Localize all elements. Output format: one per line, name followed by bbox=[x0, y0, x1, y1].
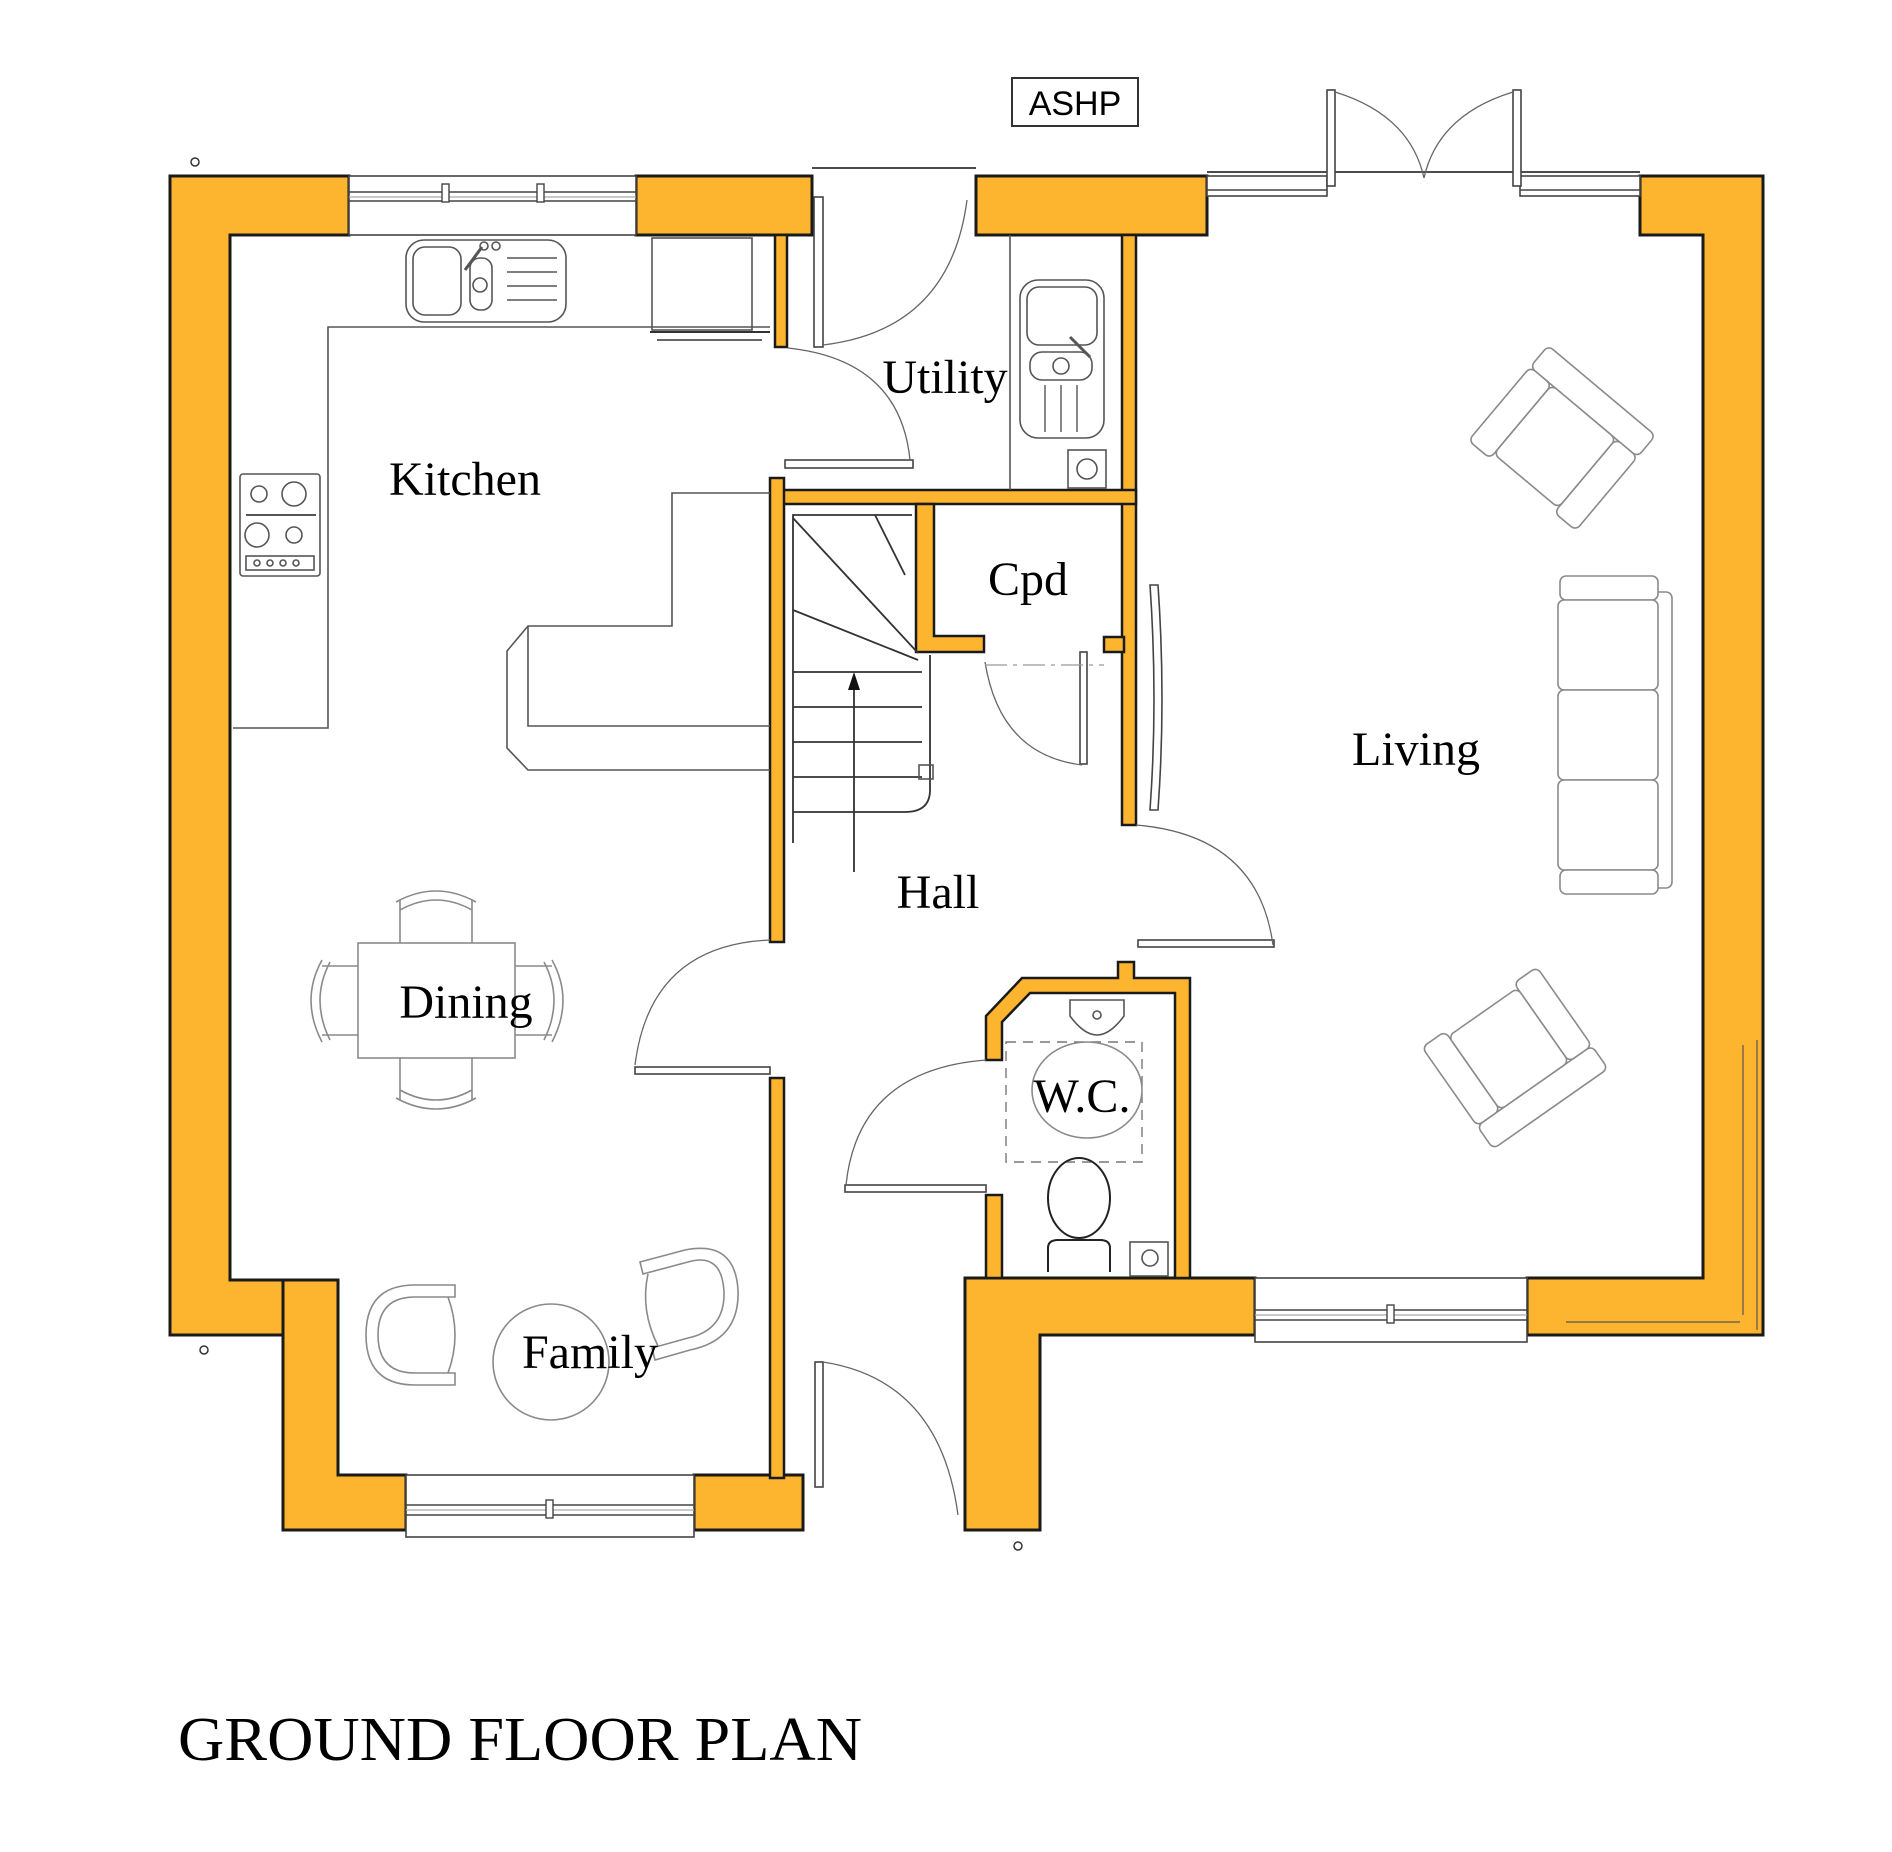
room-label-hall: Hall bbox=[897, 866, 980, 919]
kitchen-window bbox=[348, 175, 637, 236]
kitchen-sink bbox=[405, 239, 567, 323]
wall-hall-left-upper bbox=[768, 476, 786, 944]
room-label-dining: Dining bbox=[399, 976, 532, 1029]
wall-wc-lower-left bbox=[984, 1193, 1004, 1280]
utility-back-door bbox=[812, 167, 976, 348]
survey-markers bbox=[190, 157, 1023, 1551]
wall-left-upper bbox=[168, 174, 351, 1337]
kitchen-worktop bbox=[233, 326, 770, 729]
washing-machine bbox=[1067, 449, 1107, 489]
utility-fixtures bbox=[1009, 235, 1107, 490]
wall-utility-living bbox=[1120, 233, 1138, 827]
kitchen-utility-door bbox=[784, 347, 914, 469]
living-front-window bbox=[1254, 1277, 1528, 1343]
front-door bbox=[814, 1361, 959, 1516]
wall-wc bbox=[984, 960, 1192, 1280]
wc-turning-space bbox=[1005, 1041, 1143, 1163]
family-chair-right bbox=[639, 1247, 739, 1361]
wc-door bbox=[844, 1059, 987, 1193]
living-door-strip bbox=[1149, 584, 1163, 811]
wall-cupboard-stub bbox=[1102, 635, 1126, 654]
room-label-wc: W.C. bbox=[1034, 1070, 1131, 1123]
kitchen-peninsula bbox=[506, 492, 770, 771]
wall-cupboard bbox=[914, 502, 986, 654]
living-side-window-left bbox=[1206, 175, 1328, 197]
room-labels: Kitchen Utility Cpd Living Hall Dining W… bbox=[389, 351, 1480, 1379]
staircase bbox=[792, 514, 934, 872]
room-label-living: Living bbox=[1352, 723, 1480, 776]
plan-title: GROUND FLOOR PLAN bbox=[178, 1706, 862, 1774]
ashp-label: ASHP bbox=[1029, 85, 1122, 123]
hob bbox=[239, 473, 321, 577]
wc-fixtures bbox=[1005, 999, 1169, 1277]
wall-top-utility bbox=[974, 174, 1209, 237]
living-armchair-top bbox=[1470, 347, 1654, 529]
wall-hall-left-lower bbox=[768, 1076, 786, 1480]
toilet bbox=[1047, 1157, 1111, 1272]
wall-left-lower bbox=[281, 1278, 408, 1532]
ashp-unit: ASHP bbox=[1011, 77, 1139, 127]
wc-label-ellipse bbox=[1031, 1041, 1143, 1139]
windows bbox=[348, 175, 1641, 1538]
wc-basin bbox=[1069, 999, 1125, 1036]
cupboard-door bbox=[984, 651, 1104, 766]
room-label-cupboard: Cpd bbox=[988, 553, 1068, 606]
dishwasher bbox=[650, 237, 770, 341]
kitchen-fixtures bbox=[233, 237, 770, 771]
room-label-family: Family bbox=[522, 1326, 658, 1379]
utility-sink bbox=[1019, 279, 1105, 439]
dining-table-4-chairs bbox=[310, 890, 564, 1110]
living-french-doors bbox=[1207, 89, 1640, 187]
room-label-utility: Utility bbox=[882, 351, 1007, 404]
internal-walls bbox=[768, 233, 1192, 1480]
family-window bbox=[405, 1474, 695, 1538]
living-hall-door bbox=[1135, 824, 1275, 948]
family-round-table bbox=[492, 1303, 610, 1421]
family-furniture bbox=[365, 1247, 739, 1421]
doors bbox=[634, 89, 1640, 1516]
family-chair-left bbox=[365, 1284, 456, 1386]
wall-bottom-wc bbox=[963, 1276, 1257, 1532]
wall-utility-bottom bbox=[781, 488, 1138, 506]
living-sofa bbox=[1557, 575, 1673, 895]
wall-top-kitchen bbox=[634, 174, 814, 237]
room-label-kitchen: Kitchen bbox=[389, 453, 541, 506]
dining-hall-door bbox=[634, 939, 771, 1075]
living-armchair-bottom bbox=[1423, 968, 1607, 1148]
wall-kitchen-utility bbox=[773, 233, 789, 349]
living-side-window-right bbox=[1519, 175, 1641, 197]
wall-family-right-pier bbox=[692, 1473, 805, 1532]
living-furniture bbox=[1423, 347, 1673, 1148]
